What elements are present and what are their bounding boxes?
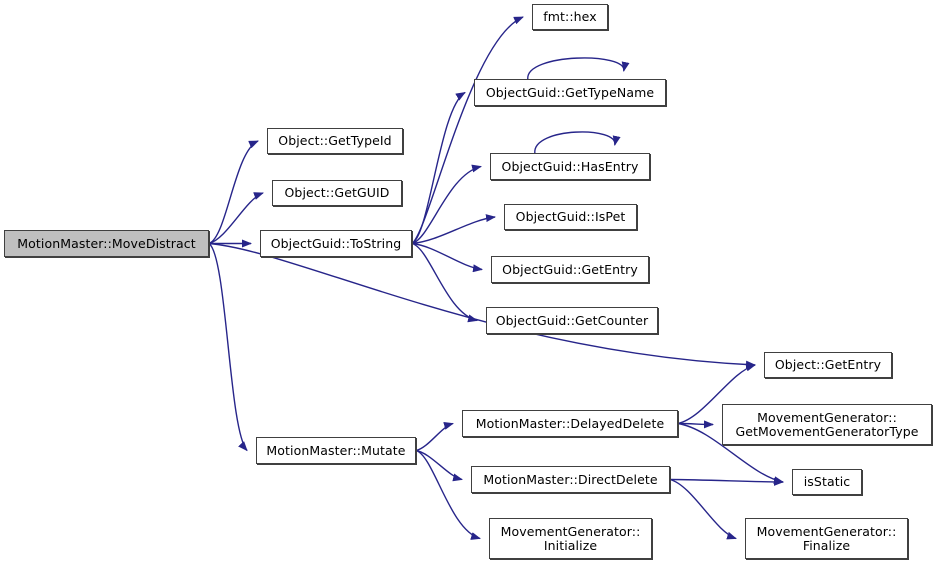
graph-edge-directdelete-to-isstatic	[669, 477, 784, 486]
graph-edge-mutate-to-directdelete	[415, 449, 463, 482]
graph-edge-gettypename-to-gettypename	[527, 57, 630, 80]
graph-node-label: ObjectGuid::IsPet	[515, 209, 626, 224]
graph-node-mg_initialize[interactable]: MovementGenerator:: Initialize	[489, 518, 652, 559]
graph-node-getentry_guid[interactable]: ObjectGuid::GetEntry	[491, 256, 649, 283]
graph-edge-directdelete-to-mg_finalize	[669, 478, 737, 540]
graph-edge-delayeddelete-to-mg_type	[677, 420, 714, 429]
graph-node-label: Object::GetTypeId	[278, 133, 392, 148]
graph-node-mg_type[interactable]: MovementGenerator:: GetMovementGenerator…	[722, 404, 932, 445]
graph-node-getcounter[interactable]: ObjectGuid::GetCounter	[486, 307, 658, 334]
graph-node-label: MovementGenerator:: GetMovementGenerator…	[735, 409, 919, 439]
graph-edge-movedistract-to-gettypeid	[208, 140, 259, 245]
graph-node-hasentry[interactable]: ObjectGuid::HasEntry	[490, 153, 650, 180]
graph-node-label: ObjectGuid::ToString	[270, 235, 402, 251]
graph-node-label: Object::GetEntry	[774, 357, 882, 372]
graph-node-ispet[interactable]: ObjectGuid::IsPet	[504, 204, 637, 230]
graph-node-label: MotionMaster::Mutate	[266, 442, 406, 458]
graph-node-isstatic[interactable]: isStatic	[792, 469, 862, 495]
graph-node-fmthex[interactable]: fmt::hex	[532, 4, 608, 30]
graph-node-label: fmt::hex	[543, 9, 597, 24]
graph-node-directdelete[interactable]: MotionMaster::DirectDelete	[471, 466, 670, 493]
graph-edge-movedistract-to-getentry_obj	[208, 242, 756, 369]
graph-edge-mutate-to-delayeddelete	[415, 422, 454, 452]
graph-node-label: MotionMaster::DelayedDelete	[475, 415, 665, 431]
graph-edge-tostring-to-gettypename	[411, 91, 466, 245]
graph-node-label: ObjectGuid::GetCounter	[495, 312, 649, 328]
graph-edge-tostring-to-hasentry	[411, 164, 482, 245]
graph-node-label: MotionMaster::DirectDelete	[483, 471, 658, 487]
graph-node-tostring[interactable]: ObjectGuid::ToString	[260, 230, 412, 257]
graph-edge-hasentry-to-hasentry	[534, 131, 621, 154]
graph-edge-movedistract-to-mutate	[208, 242, 248, 452]
graph-node-label: ObjectGuid::GetEntry	[502, 261, 638, 277]
graph-node-label: MotionMaster::MoveDistract	[17, 235, 196, 251]
graph-node-label: ObjectGuid::GetTypeName	[485, 84, 655, 100]
graph-node-label: MovementGenerator:: Initialize	[500, 523, 641, 553]
graph-node-getguid[interactable]: Object::GetGUID	[272, 180, 402, 206]
graph-node-label: ObjectGuid::HasEntry	[501, 158, 639, 174]
graph-edge-tostring-to-getcounter	[411, 242, 478, 323]
graph-node-mutate[interactable]: MotionMaster::Mutate	[256, 437, 416, 464]
graph-node-gettypeid[interactable]: Object::GetTypeId	[267, 128, 403, 154]
graph-node-movedistract[interactable]: MotionMaster::MoveDistract	[4, 230, 209, 257]
graph-node-label: isStatic	[803, 474, 851, 489]
graph-node-delayeddelete[interactable]: MotionMaster::DelayedDelete	[462, 410, 678, 437]
graph-node-label: MovementGenerator:: Finalize	[756, 523, 897, 553]
graph-edge-mutate-to-mg_initialize	[415, 449, 481, 540]
graph-edge-tostring-to-ispet	[411, 214, 496, 245]
graph-node-getentry_obj[interactable]: Object::GetEntry	[764, 352, 892, 378]
graph-edge-tostring-to-getentry_guid	[411, 242, 483, 273]
graph-node-label: Object::GetGUID	[284, 185, 390, 200]
graph-node-mg_finalize[interactable]: MovementGenerator:: Finalize	[745, 518, 908, 559]
graph-node-gettypename[interactable]: ObjectGuid::GetTypeName	[474, 79, 666, 106]
graph-edge-movedistract-to-getguid	[208, 192, 264, 245]
